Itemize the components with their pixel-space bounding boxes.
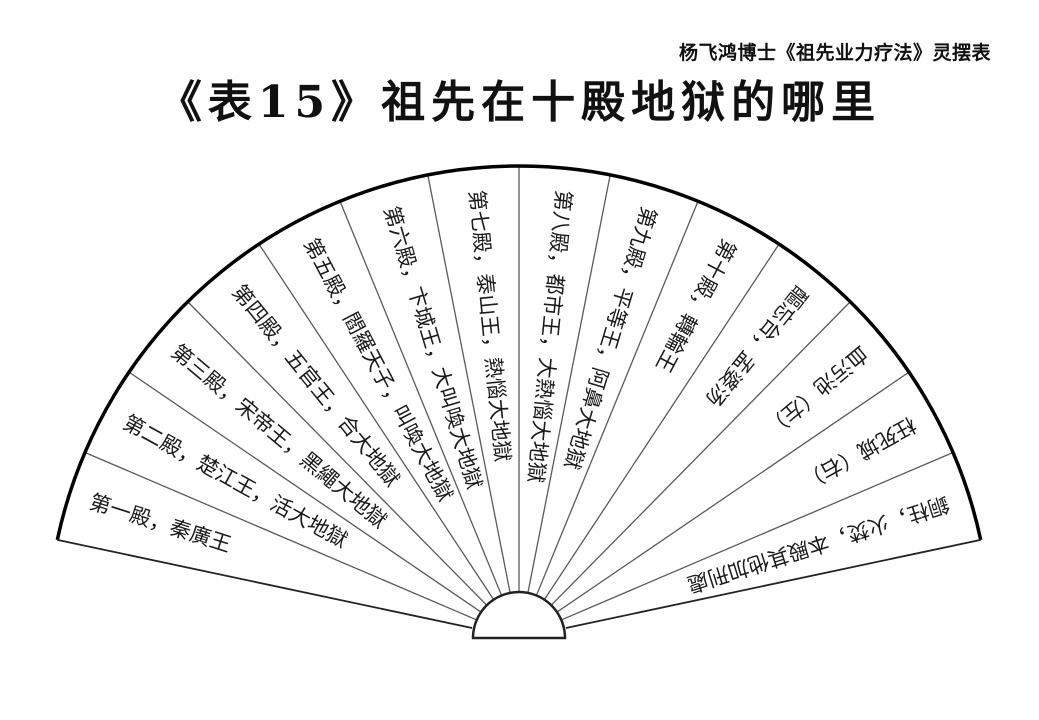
fan-divider-line — [543, 243, 780, 600]
fan-segment-label: 醧忘台，孟婆汤 — [701, 281, 812, 410]
fan-segment-label: 第九殿，平等王，阿鼻大地獄 — [559, 204, 661, 472]
fan-divider-line — [535, 201, 699, 596]
fan-segment-label: 第一殿，秦廣王 — [87, 490, 234, 557]
fan-divider-line — [527, 174, 611, 593]
fan-segment-label: 銅柱，火焚，本殿其他加刑處 — [684, 492, 952, 597]
fan-divider-line — [84, 451, 477, 621]
fan-segment-label: 血污池（左） — [761, 341, 873, 440]
fan-segment-label: 第十殿，轉輪王 — [651, 235, 741, 376]
fan-segment-label: 枉死城（右） — [798, 412, 920, 494]
fan-divider-line — [561, 451, 954, 621]
fan-hub-arc — [471, 590, 567, 640]
fan-segment-label: 第七殿，泰山王，熱惱大地獄 — [464, 189, 514, 463]
fan-divider-lines — [84, 166, 954, 621]
fan-divider-line — [556, 371, 910, 613]
fan-divider-line — [258, 243, 495, 600]
fan-left-edge — [57, 538, 473, 629]
fan-divider-line — [128, 371, 482, 613]
chart-title: 《表15》祖先在十殿地狱的哪里 — [157, 77, 882, 128]
fan-divider-line — [187, 301, 488, 606]
fan-divider-line — [427, 174, 511, 593]
fan-outer-arc — [55, 164, 983, 541]
chart-subtitle: 杨飞鸿博士《祖先业力疗法》灵摆表 — [678, 42, 991, 64]
fan-divider-line — [339, 201, 503, 596]
fan-divider-line — [550, 301, 851, 606]
fan-right-edge — [565, 538, 981, 629]
